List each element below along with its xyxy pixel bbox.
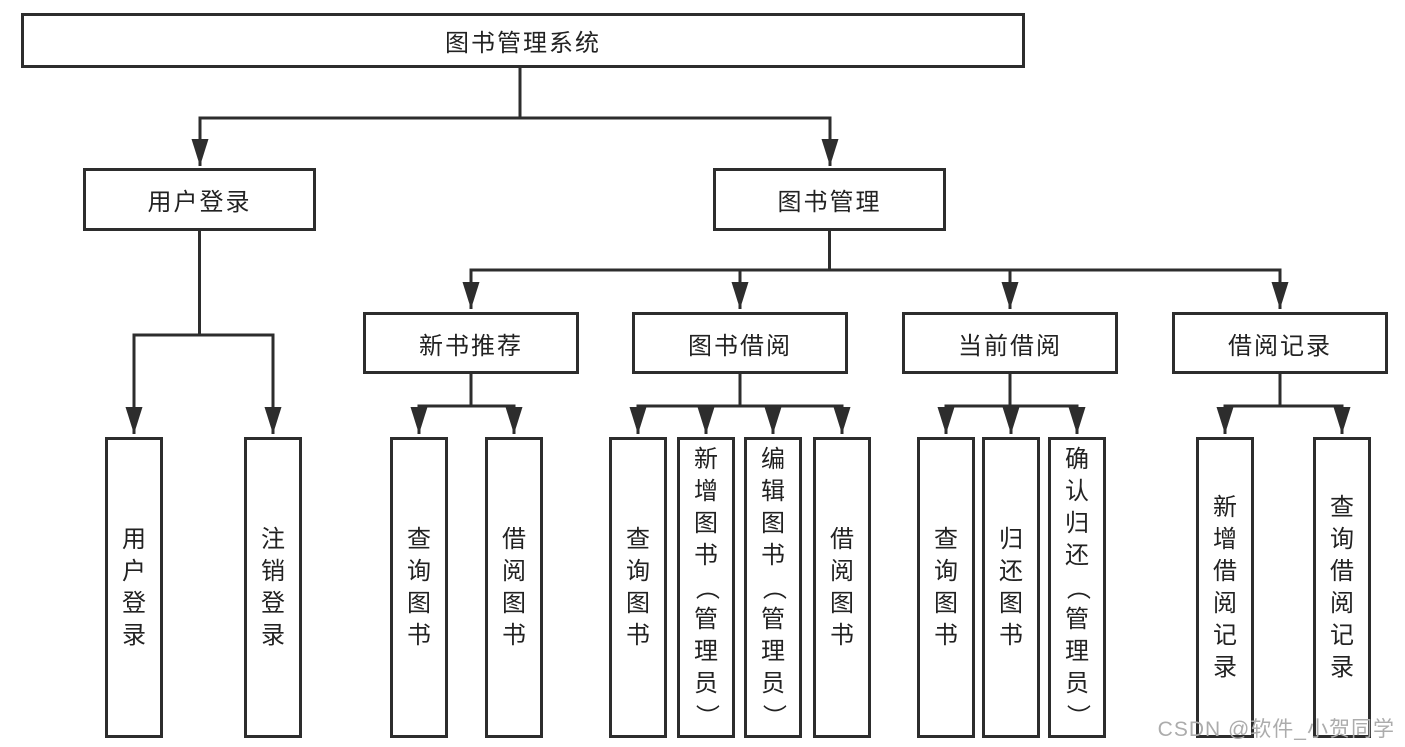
leaf-label: 编辑图书（管理员）: [760, 445, 787, 728]
leaf-confirm-return-admin: 确认归还（管理员）: [1048, 437, 1106, 738]
node-borrow-records: 借阅记录: [1172, 312, 1388, 374]
leaf-query-books: 查询图书: [609, 437, 667, 738]
leaf-query-borrow-record: 查询借阅记录: [1313, 437, 1371, 738]
node-label: 图书管理: [777, 189, 882, 216]
csdn-watermark: CSDN @软件_小贺同学: [1157, 718, 1395, 741]
node-label: 图书借阅: [688, 332, 792, 360]
leaf-logout: 注销登录: [244, 437, 302, 738]
leaf-add-books-admin: 新增图书（管理员）: [677, 437, 735, 738]
node-label: 用户登录: [147, 189, 252, 216]
leaf-query-books: 查询图书: [390, 437, 448, 738]
leaf-label: 查询图书: [934, 525, 958, 649]
node-label: 图书管理系统: [445, 30, 601, 57]
leaf-query-books: 查询图书: [917, 437, 975, 738]
node-library-system: 图书管理系统: [21, 13, 1025, 68]
leaf-label: 查询图书: [407, 525, 431, 649]
node-book-borrow: 图书借阅: [632, 312, 848, 374]
leaf-label: 查询图书: [626, 525, 650, 649]
node-label: 借阅记录: [1228, 332, 1332, 360]
leaf-borrow-books: 借阅图书: [485, 437, 543, 738]
leaf-label: 查询借阅记录: [1330, 493, 1354, 681]
leaf-label: 借阅图书: [830, 525, 854, 649]
leaf-label: 借阅图书: [502, 525, 526, 649]
leaf-label: 新增图书（管理员）: [693, 445, 720, 728]
leaf-edit-books-admin: 编辑图书（管理员）: [744, 437, 802, 738]
leaf-label: 用户登录: [122, 525, 146, 649]
leaf-user-login: 用户登录: [105, 437, 163, 738]
leaf-label: 注销登录: [261, 525, 285, 649]
leaf-label: 确认归还（管理员）: [1064, 445, 1091, 728]
leaf-add-borrow-record: 新增借阅记录: [1196, 437, 1254, 738]
node-label: 当前借阅: [958, 332, 1062, 360]
leaf-return-books: 归还图书: [982, 437, 1040, 738]
leaf-label: 归还图书: [999, 525, 1023, 649]
leaf-label: 新增借阅记录: [1213, 493, 1237, 681]
node-label: 新书推荐: [419, 332, 523, 360]
leaf-borrow-books: 借阅图书: [813, 437, 871, 738]
node-new-book-recommend: 新书推荐: [363, 312, 579, 374]
node-current-borrow: 当前借阅: [902, 312, 1118, 374]
node-book-management: 图书管理: [713, 168, 946, 231]
node-user-login: 用户登录: [83, 168, 316, 231]
